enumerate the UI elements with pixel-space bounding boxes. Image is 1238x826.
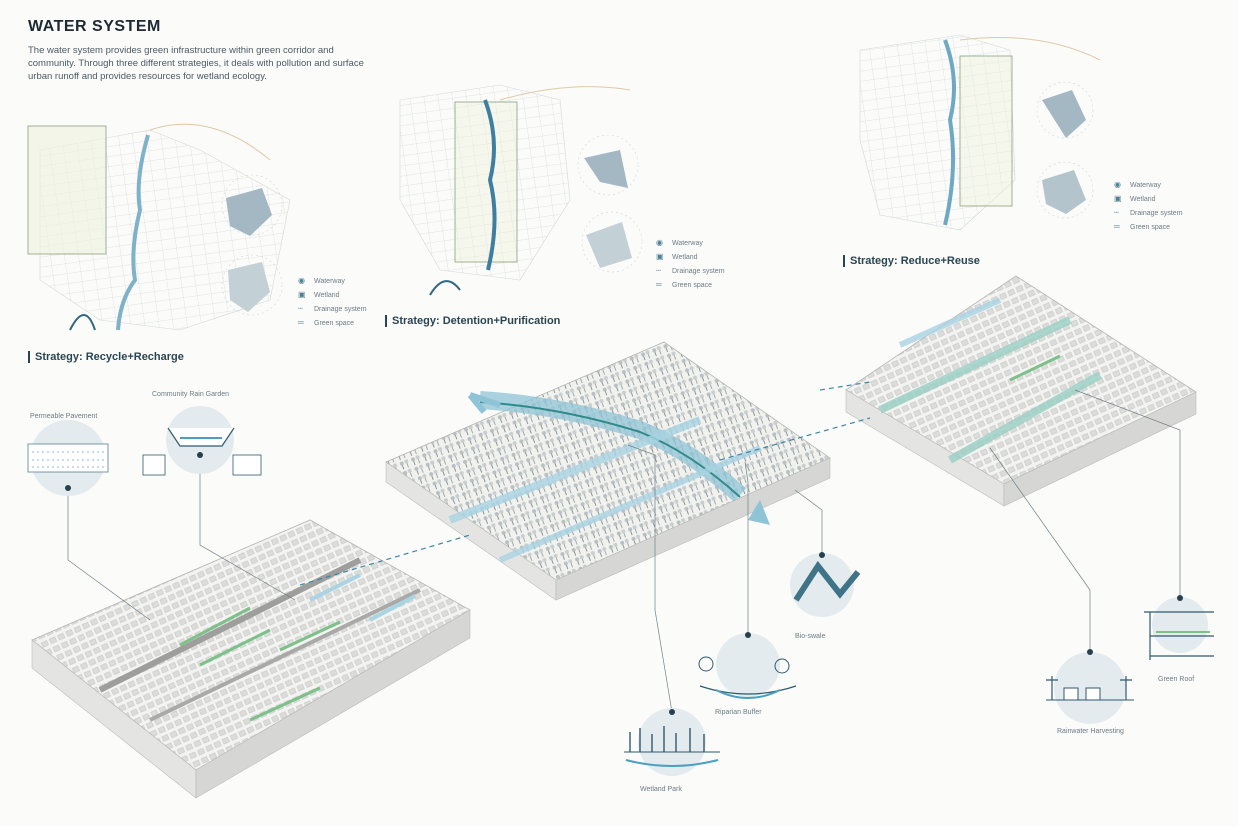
callout-permeable [27, 420, 109, 496]
map-focus-frame [27, 125, 107, 255]
callout-wetland [624, 708, 720, 776]
site-map-reduce [859, 34, 1101, 231]
leader-lines [67, 389, 1181, 713]
legend-drainage-icon: ┄ [1114, 208, 1119, 217]
map-focus-frame [454, 101, 518, 263]
legend-drainage-icon: ┄ [298, 304, 303, 313]
radial-diagram [221, 174, 283, 236]
strategy-heading-recycle: Strategy: Recycle+Recharge [28, 351, 184, 363]
callout-label-green-roof: Green Roof [1158, 676, 1195, 683]
callout-label-riparian: Riparian Buffer [715, 709, 762, 716]
callout-green-roof [1144, 595, 1214, 660]
callout-label-wetland: Wetland Park [640, 786, 682, 793]
callout-bioswale [790, 552, 861, 617]
callout-label-permeable: Permeable Pavement [30, 413, 98, 420]
callout-label-rain-garden: Community Rain Garden [152, 391, 230, 398]
legend-green-icon: ═ [656, 280, 662, 289]
site-map-detention [399, 84, 631, 296]
map-legend: ◉Waterway ▣Wetland ┄Drainage system ═Gre… [298, 274, 367, 330]
flow-link [719, 417, 871, 461]
legend-drainage-icon: ┄ [656, 266, 661, 275]
legend-waterway-icon: ◉ [298, 276, 305, 285]
iso-slab-detention [385, 341, 831, 601]
legend-wetland-icon: ▣ [298, 290, 306, 299]
iso-slab-reduce [845, 275, 1197, 507]
iso-slab-recycle [31, 519, 471, 799]
strategy-heading-detention: Strategy: Detention+Purification [385, 315, 560, 327]
legend-waterway-icon: ◉ [656, 238, 663, 247]
callout-rainwater [1046, 649, 1134, 724]
radial-diagram [577, 134, 639, 196]
radial-diagram [1036, 81, 1094, 139]
legend-wetland-icon: ▣ [1114, 194, 1122, 203]
callout-label-bioswale: Bio-swale [795, 633, 826, 640]
radial-diagram [581, 211, 643, 273]
site-map-recycle [27, 123, 291, 331]
radial-diagram [221, 254, 283, 316]
flow-link [299, 534, 471, 586]
callout-riparian [698, 632, 797, 699]
intro-paragraph: The water system provides green infrastr… [28, 45, 364, 82]
map-legend: ◉Waterway ▣Wetland ┄Drainage system ═Gre… [1114, 178, 1183, 234]
map-focus-frame [959, 55, 1013, 207]
legend-waterway-icon: ◉ [1114, 180, 1121, 189]
radial-diagram [1036, 161, 1094, 219]
callout-label-rainwater: Rainwater Harvesting [1057, 728, 1124, 735]
callout-rain-garden [142, 406, 262, 476]
strategy-heading-reduce: Strategy: Reduce+Reuse [843, 255, 980, 267]
legend-green-icon: ═ [1114, 222, 1120, 231]
legend-wetland-icon: ▣ [656, 252, 664, 261]
legend-green-icon: ═ [298, 318, 304, 327]
map-legend: ◉Waterway ▣Wetland ┄Drainage system ═Gre… [656, 236, 725, 292]
page-title: WATER SYSTEM [28, 18, 161, 35]
